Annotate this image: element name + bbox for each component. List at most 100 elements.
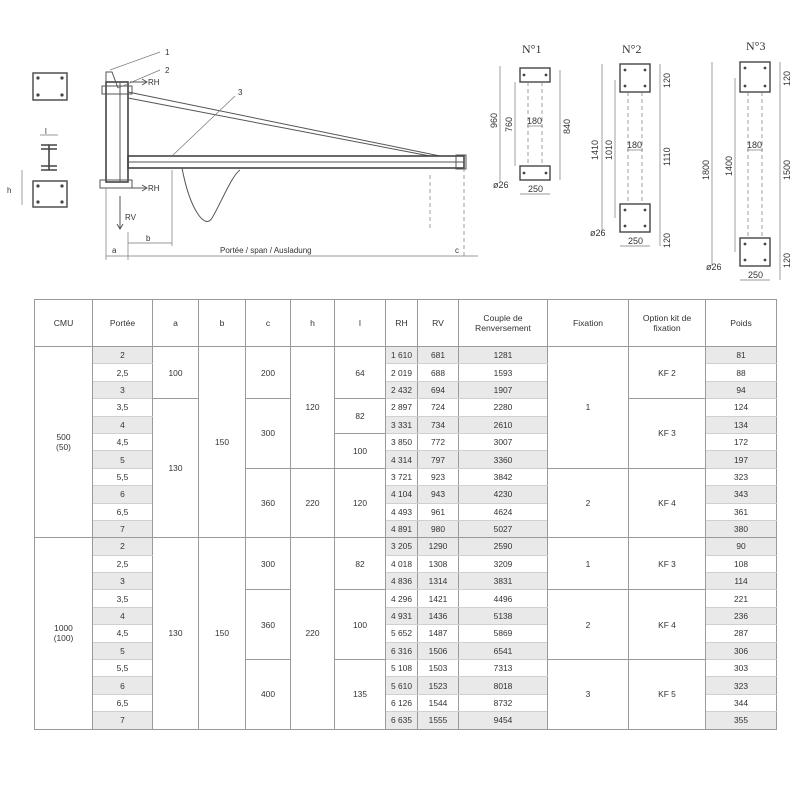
cell-couple: 6541	[458, 641, 548, 661]
cell-poids: 323	[705, 676, 777, 695]
cell-portee: 2	[92, 537, 153, 556]
cell-poids: 343	[705, 485, 777, 504]
cell-l: 82	[334, 398, 386, 434]
section-label-l: l	[45, 127, 47, 136]
cell-poids: 306	[705, 641, 777, 661]
cell-rh: 6 635	[385, 711, 418, 730]
callout-3: 3	[238, 88, 243, 97]
cell-rh: 4 018	[385, 554, 418, 574]
foundation-n3-hole: ø26	[706, 262, 722, 272]
foundation-n2-dim-1010: 1010	[604, 140, 614, 160]
cell-portee: 2	[92, 345, 153, 365]
cell-poids: 355	[705, 711, 777, 730]
base-plate-top-view	[32, 72, 68, 101]
cell-cmu: 1000 (100)	[34, 537, 93, 730]
foundation-n1: N°1 960 760 180 840 250 ø26	[489, 42, 572, 195]
cell-kit: KF 3	[628, 398, 706, 469]
foundation-n1-dim-760: 760	[504, 117, 514, 132]
cell-poids: 197	[705, 450, 777, 469]
cell-portee: 5,5	[92, 467, 153, 487]
cell-portee: 3	[92, 380, 153, 400]
foundation-n3-dim-1800: 1800	[701, 160, 711, 180]
header-b: b	[198, 299, 246, 347]
header-couple: Couple de Renversement	[458, 299, 548, 347]
cell-portee: 6	[92, 485, 153, 504]
foundation-n1-dim-960: 960	[489, 113, 499, 128]
foundation-n2-dim-1110: 1110	[662, 147, 672, 166]
cell-couple: 3007	[458, 432, 548, 452]
cell-kit: KF 2	[628, 345, 706, 400]
cell-fixation: 2	[547, 467, 629, 539]
header-l: l	[334, 299, 386, 347]
cell-kit: KF 4	[628, 467, 706, 539]
header-cmu: CMU	[34, 299, 93, 347]
cell-portee: 5,5	[92, 659, 153, 678]
cell-fixation: 2	[547, 589, 629, 661]
cell-c: 300	[245, 537, 291, 591]
cell-fixation: 3	[547, 659, 629, 730]
cell-poids: 303	[705, 659, 777, 678]
cell-a: 130	[152, 398, 199, 539]
cell-rh: 5 652	[385, 624, 418, 643]
cell-b: 150	[198, 537, 246, 730]
cell-couple: 2590	[458, 537, 548, 556]
cell-couple: 2280	[458, 398, 548, 417]
cell-h: 220	[290, 467, 335, 539]
foundation-n3: N°3 120 1800 1400 180 1500 250 120 ø26	[701, 39, 792, 281]
cell-portee: 6	[92, 676, 153, 695]
cell-rv: 734	[417, 415, 459, 434]
cell-poids: 344	[705, 693, 777, 713]
cell-couple: 5138	[458, 606, 548, 626]
cell-portee: 2,5	[92, 363, 153, 382]
foundation-n3-dim-120-top: 120	[782, 71, 792, 86]
cell-rh: 4 314	[385, 450, 418, 469]
cell-couple: 3360	[458, 450, 548, 469]
cell-poids: 323	[705, 467, 777, 487]
cell-rh: 3 331	[385, 415, 418, 434]
header-poids: Poids	[705, 299, 777, 347]
cell-couple: 5027	[458, 519, 548, 539]
cell-l: 120	[334, 467, 386, 539]
cell-rv: 961	[417, 502, 459, 521]
header-h: h	[290, 299, 335, 347]
cell-portee: 4	[92, 415, 153, 434]
cell-rv: 923	[417, 467, 459, 487]
cell-rh: 2 432	[385, 380, 418, 400]
specification-table: CMU Portée a b c h l RH RV Couple de Ren…	[34, 299, 777, 730]
cell-rh: 1 610	[385, 345, 418, 365]
cell-couple: 1281	[458, 345, 548, 365]
cell-rv: 1308	[417, 554, 459, 574]
foundation-n3-dim-1400: 1400	[724, 156, 734, 176]
cell-rv: 1487	[417, 624, 459, 643]
cell-c: 360	[245, 589, 291, 661]
cell-couple: 7313	[458, 659, 548, 678]
cell-rh: 2 019	[385, 363, 418, 382]
cell-fixation: 1	[547, 346, 629, 469]
cell-rv: 1544	[417, 693, 459, 713]
column-section-view: l h	[7, 127, 68, 208]
cell-cmu: 500 (50)	[34, 345, 93, 539]
crane-technical-drawing: l h 1 2 3 RH RH	[7, 39, 792, 281]
cell-rv: 797	[417, 450, 459, 469]
cell-poids: 90	[705, 537, 777, 556]
foundation-n3-dim-120-bottom: 120	[782, 253, 792, 268]
cell-rv: 1436	[417, 606, 459, 626]
foundation-n2: N°2 120 1410 1010 180 1110 250 120 ø26	[590, 42, 672, 248]
cell-couple: 8732	[458, 693, 548, 713]
cell-rh: 6 126	[385, 693, 418, 713]
cell-rh: 5 108	[385, 659, 418, 678]
table-header-row: CMU Portée a b c h l RH RV Couple de Ren…	[34, 299, 777, 347]
cell-rh: 6 316	[385, 641, 418, 661]
cell-couple: 1593	[458, 363, 548, 382]
cell-rv: 1555	[417, 711, 459, 730]
callout-1: 1	[165, 48, 170, 57]
force-rh-bottom: RH	[148, 184, 160, 193]
foundation-n2-hole: ø26	[590, 228, 606, 238]
callout-2: 2	[165, 66, 170, 75]
